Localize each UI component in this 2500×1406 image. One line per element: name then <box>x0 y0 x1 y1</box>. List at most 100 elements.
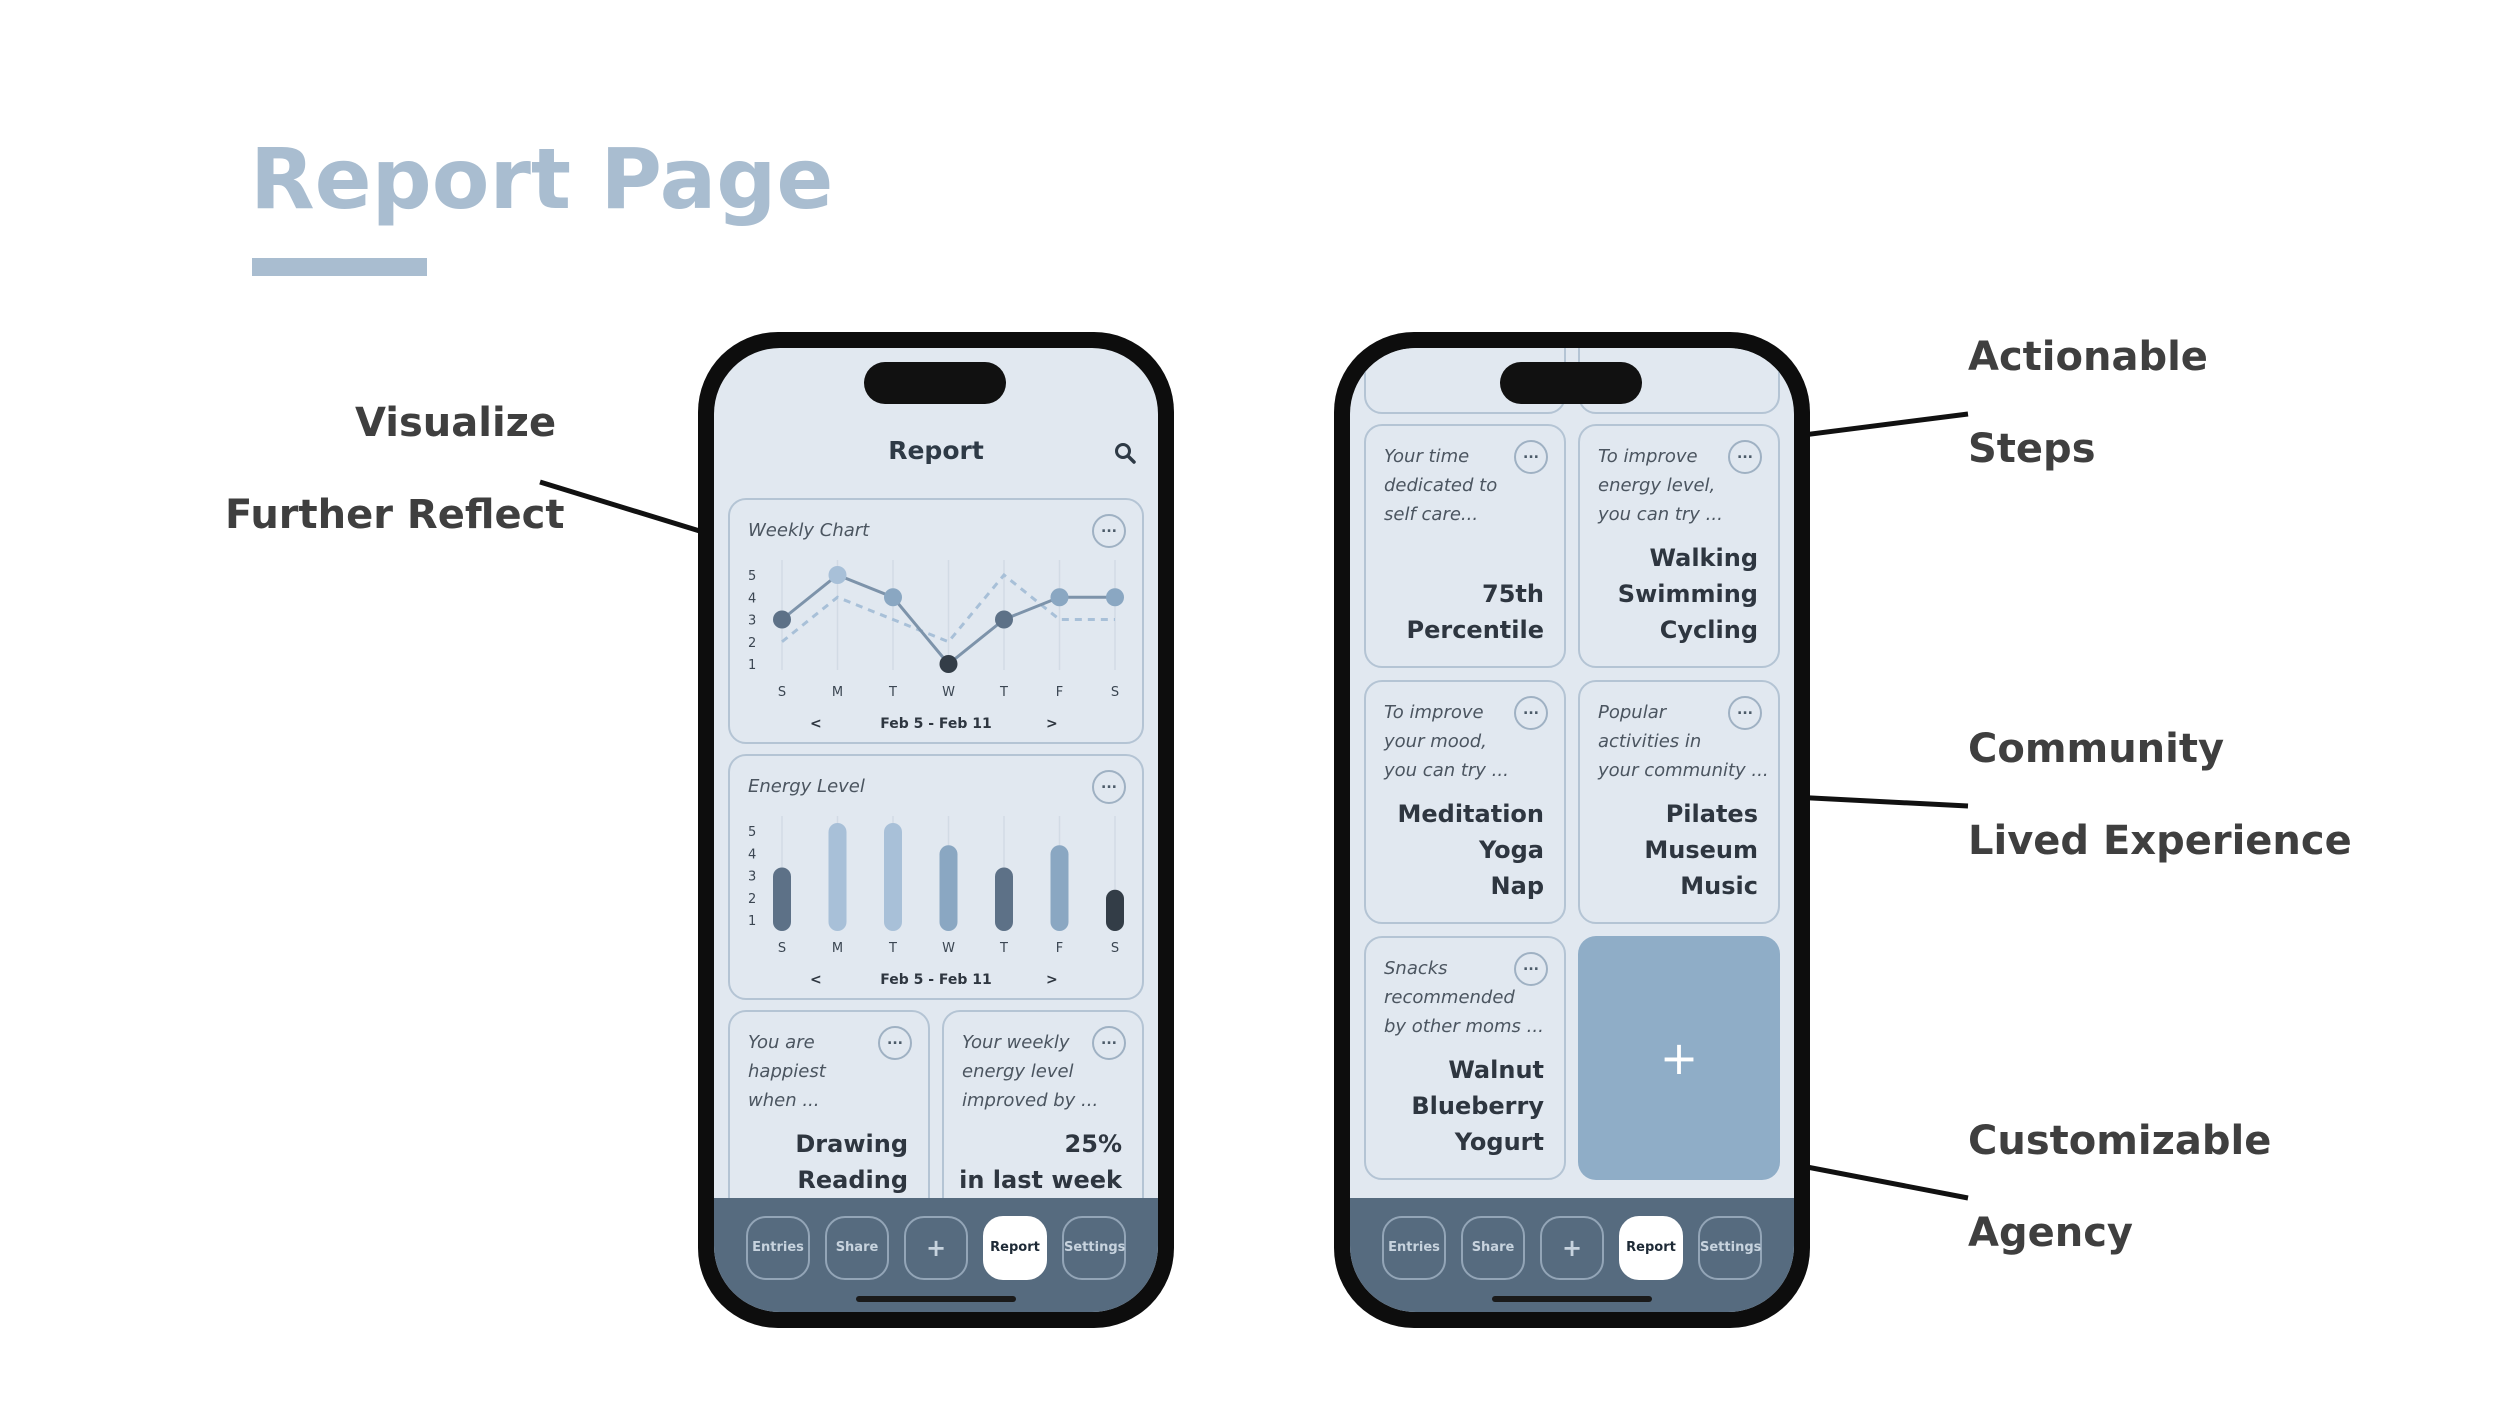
nav-share-button[interactable]: Share <box>1461 1216 1525 1280</box>
snacks-card[interactable]: Snacks recommended by other moms ... ...… <box>1364 936 1566 1180</box>
weekly-chart-date-range: Feb 5 - Feb 11 <box>880 716 992 732</box>
nav-add-button[interactable]: + <box>1540 1216 1604 1280</box>
annotation-agency: Agency <box>1968 1210 2133 1256</box>
data-point <box>828 566 847 584</box>
x-tick-label: S <box>1111 685 1119 700</box>
mood-card-label: To improve your mood, you can try ... <box>1384 702 1509 781</box>
search-icon[interactable] <box>1114 442 1136 464</box>
data-point <box>995 610 1013 629</box>
data-point <box>1106 588 1124 607</box>
data-point <box>939 655 958 673</box>
popular-activities-card-label: Popular activities in your community ... <box>1598 702 1769 781</box>
y-tick-label: 3 <box>748 614 756 629</box>
annotation-steps: Steps <box>1968 426 2096 472</box>
happiest-card-label: You are happiest when ... <box>748 1032 826 1111</box>
more-options-button[interactable]: ... <box>1514 440 1548 474</box>
nav-report-button[interactable]: Report <box>983 1216 1047 1280</box>
data-point <box>884 588 902 607</box>
nav-share-button[interactable]: Share <box>825 1216 889 1280</box>
energy-tips-card-label: To improve energy level, you can try ... <box>1598 446 1723 525</box>
annotation-actionable: Actionable <box>1968 334 2208 380</box>
x-tick-label: T <box>999 941 1008 956</box>
x-tick-label: W <box>942 685 955 700</box>
data-point <box>1050 588 1069 607</box>
prev-week-button[interactable]: < <box>810 972 822 988</box>
snacks-card-label: Snacks recommended by other moms ... <box>1384 958 1544 1037</box>
next-week-button[interactable]: > <box>1046 716 1058 732</box>
more-options-button[interactable]: ... <box>1728 696 1762 730</box>
energy-level-date-range: Feb 5 - Feb 11 <box>880 972 992 988</box>
bar <box>1050 845 1069 931</box>
dynamic-island <box>1500 362 1642 404</box>
bar <box>884 823 902 931</box>
y-tick-label: 4 <box>748 847 756 862</box>
x-tick-label: F <box>1056 941 1063 956</box>
popular-activities-card-value: Pilates Museum Music <box>1644 800 1758 900</box>
x-tick-label: S <box>778 685 786 700</box>
prev-week-button[interactable]: < <box>810 716 822 732</box>
x-tick-label: W <box>942 941 955 956</box>
selfcare-card[interactable]: Your time dedicated to self care... ... … <box>1364 424 1566 668</box>
bar <box>1106 889 1124 931</box>
x-tick-label: S <box>778 941 786 956</box>
y-tick-label: 2 <box>748 892 756 907</box>
energy-tips-card[interactable]: To improve energy level, you can try ...… <box>1578 424 1780 668</box>
weekly-chart-label: Weekly Chart <box>748 520 870 541</box>
more-options-button[interactable]: ... <box>878 1026 912 1060</box>
y-tick-label: 1 <box>748 914 756 929</box>
mood-card[interactable]: To improve your mood, you can try ... ..… <box>1364 680 1566 924</box>
more-options-button[interactable]: ... <box>1092 514 1126 548</box>
more-options-button[interactable]: ... <box>1092 1026 1126 1060</box>
bar <box>939 845 958 931</box>
popular-activities-card[interactable]: Popular activities in your community ...… <box>1578 680 1780 924</box>
y-tick-label: 1 <box>748 658 756 673</box>
phone-report-scrolled: Your time dedicated to self care... ... … <box>1334 332 1810 1328</box>
screen-title: Report <box>888 436 984 465</box>
x-tick-label: T <box>888 941 897 956</box>
data-point <box>773 610 791 629</box>
more-options-button[interactable]: ... <box>1514 952 1548 986</box>
selfcare-card-label: Your time dedicated to self care... <box>1384 446 1498 525</box>
annotation-community: Community <box>1968 726 2225 772</box>
nav-entries-button[interactable]: Entries <box>746 1216 810 1280</box>
x-tick-label: S <box>1111 941 1119 956</box>
nav-settings-button[interactable]: Settings <box>1062 1216 1126 1280</box>
nav-entries-button[interactable]: Entries <box>1382 1216 1446 1280</box>
snacks-card-value: Walnut Blueberry Yogurt <box>1411 1056 1544 1156</box>
home-indicator <box>1492 1296 1652 1302</box>
more-options-button[interactable]: ... <box>1728 440 1762 474</box>
happiest-card-value: Drawing Reading <box>795 1130 908 1194</box>
bottom-nav: Entries Share + Report Settings <box>714 1198 1158 1312</box>
add-card-tile[interactable]: + <box>1578 936 1780 1180</box>
x-tick-label: T <box>999 685 1008 700</box>
home-indicator <box>856 1296 1016 1302</box>
annotation-further-reflect: Further Reflect <box>225 492 565 538</box>
title-underline <box>252 258 427 276</box>
more-options-button[interactable]: ... <box>1514 696 1548 730</box>
energy-tips-card-value: Walking Swimming Cycling <box>1617 544 1758 644</box>
next-week-button[interactable]: > <box>1046 972 1058 988</box>
nav-add-button[interactable]: + <box>904 1216 968 1280</box>
series-line-dashed <box>781 572 1115 644</box>
annotation-lived-experience: Lived Experience <box>1968 818 2352 864</box>
y-tick-label: 4 <box>748 591 756 606</box>
bottom-nav: Entries Share + Report Settings <box>1350 1198 1794 1312</box>
y-tick-label: 3 <box>748 870 756 885</box>
bar <box>995 867 1013 931</box>
nav-settings-button[interactable]: Settings <box>1698 1216 1762 1280</box>
annotation-customizable: Customizable <box>1968 1118 2272 1164</box>
page-title: Report Page <box>250 130 834 228</box>
more-options-button[interactable]: ... <box>1092 770 1126 804</box>
nav-report-button[interactable]: Report <box>1619 1216 1683 1280</box>
x-tick-label: F <box>1056 685 1063 700</box>
bar <box>773 867 791 931</box>
energy-improved-card-value: 25% in last week <box>959 1130 1122 1194</box>
energy-level-label: Energy Level <box>748 776 865 797</box>
